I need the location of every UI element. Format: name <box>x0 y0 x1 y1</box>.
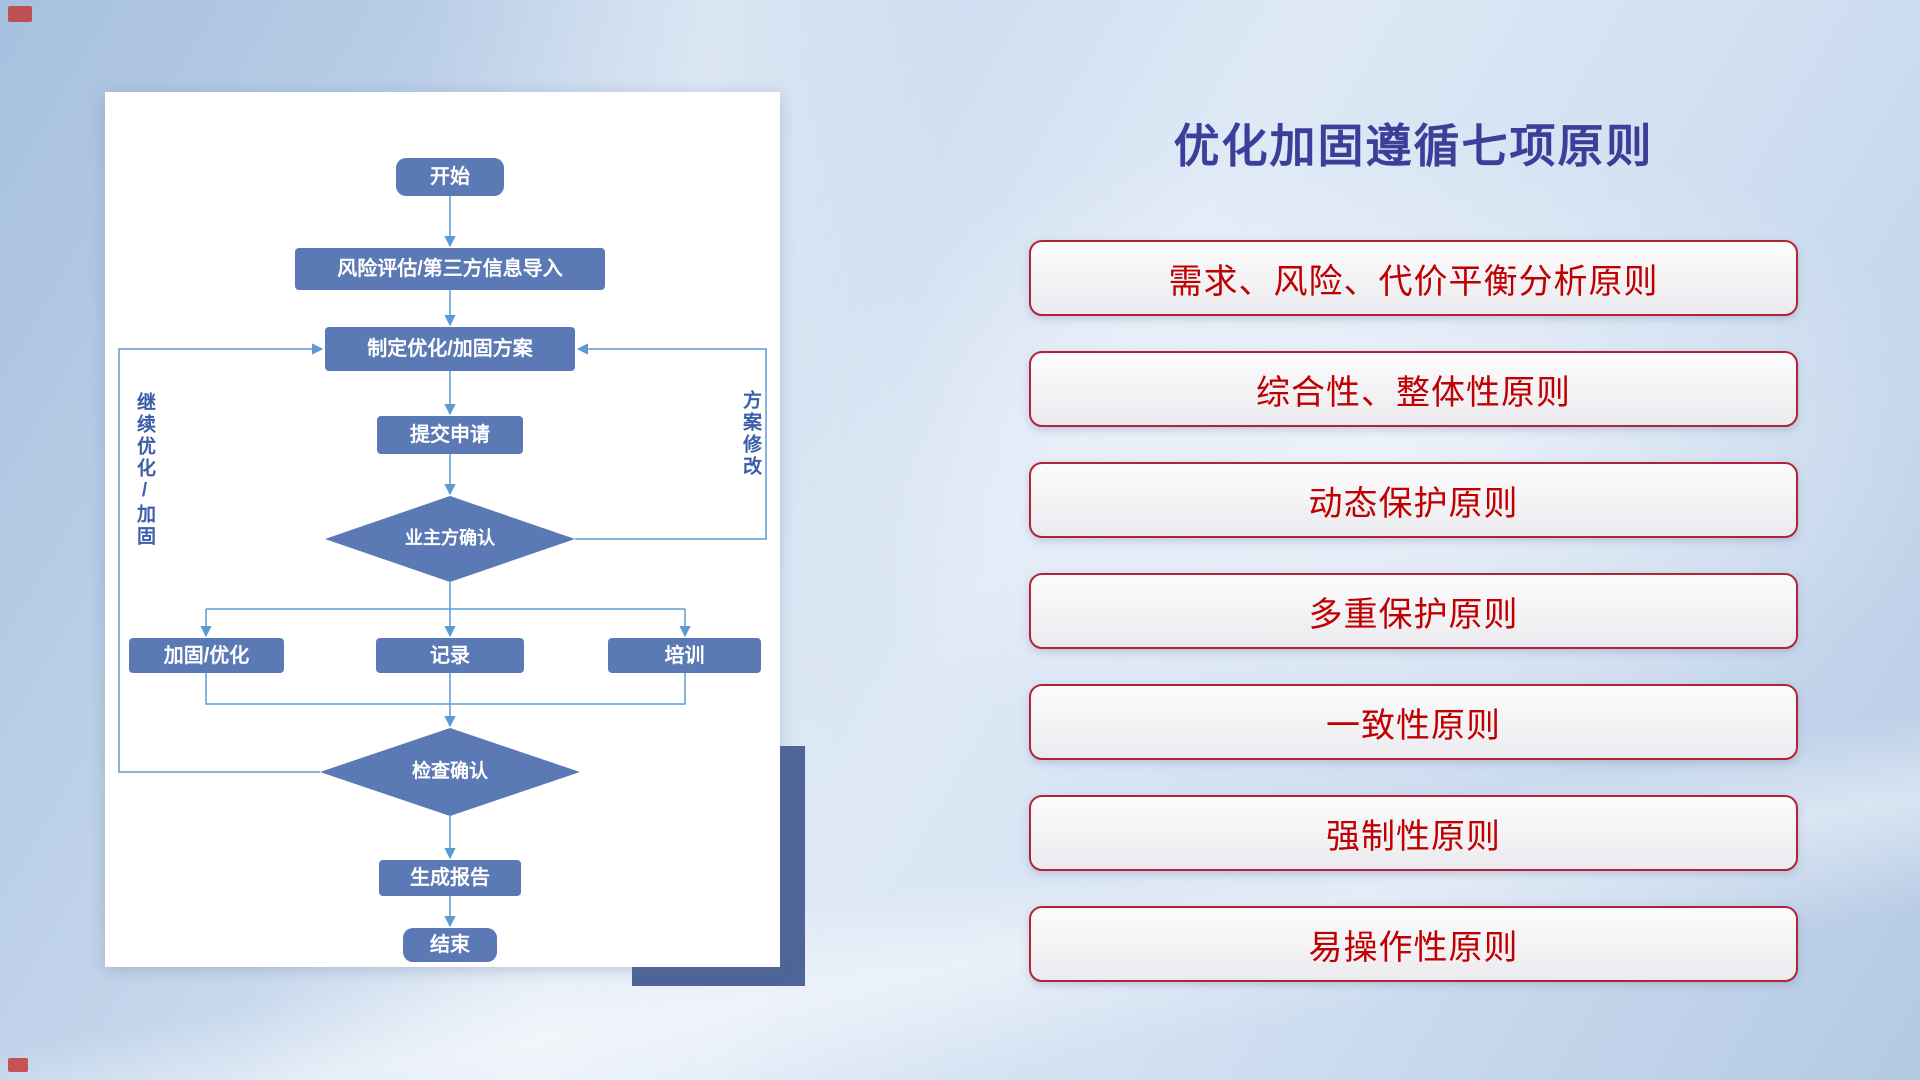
principle-box-7: 易操作性原则 <box>1029 906 1798 982</box>
page-title: 优化加固遵循七项原则 <box>1173 120 1654 172</box>
flow-node-end-label: 结束 <box>430 934 470 956</box>
principle-label-5: 一致性原则 <box>1326 706 1501 745</box>
flow-node-training: 培训 <box>608 638 761 673</box>
corner-mark-bottom <box>8 1058 28 1072</box>
flow-node-start: 开始 <box>396 158 504 196</box>
flow-connectors <box>118 196 767 928</box>
principle-label-4: 多重保护原则 <box>1308 595 1519 634</box>
principle-box-1: 需求、风险、代价平衡分析原则 <box>1029 240 1798 316</box>
flow-node-start-label: 开始 <box>430 166 470 188</box>
loop-label-plan-revision: 方案修改 <box>740 390 761 478</box>
flow-node-record-label: 记录 <box>430 644 470 667</box>
principle-label-7: 易操作性原则 <box>1308 928 1519 967</box>
principle-label-2: 综合性、整体性原则 <box>1256 373 1571 412</box>
flow-node-plan-label: 制定优化/加固方案 <box>367 338 533 360</box>
principle-box-2: 综合性、整体性原则 <box>1029 351 1798 427</box>
principle-box-5: 一致性原则 <box>1029 684 1798 760</box>
flow-node-risk-assessment: 风险评估/第三方信息导入 <box>295 248 605 290</box>
flow-node-training-label: 培训 <box>664 644 705 667</box>
flow-node-harden-label: 加固/优化 <box>163 644 250 667</box>
flow-node-submit-request: 提交申请 <box>377 416 523 454</box>
flow-node-report-label: 生成报告 <box>410 867 490 889</box>
flowchart-card: 开始 风险评估/第三方信息导入 制定优化/加固方案 提交申请 业主方确认 加固/… <box>105 92 780 967</box>
flow-node-record: 记录 <box>376 638 524 673</box>
flow-node-risk-label: 风险评估/第三方信息导入 <box>337 258 563 280</box>
principles-list: 需求、风险、代价平衡分析原则 综合性、整体性原则 动态保护原则 多重保护原则 一… <box>1029 240 1798 982</box>
flow-node-harden-optimize: 加固/优化 <box>129 638 284 673</box>
principle-label-3: 动态保护原则 <box>1308 484 1519 523</box>
principle-box-4: 多重保护原则 <box>1029 573 1798 649</box>
flow-node-end: 结束 <box>403 928 497 962</box>
principle-box-6: 强制性原则 <box>1029 795 1798 871</box>
flow-node-submit-label: 提交申请 <box>410 424 490 446</box>
principle-label-1: 需求、风险、代价平衡分析原则 <box>1168 262 1659 301</box>
principle-box-3: 动态保护原则 <box>1029 462 1798 538</box>
flow-decision-check-confirm-label: 检查确认 <box>411 760 488 782</box>
loop-label-continue-optimize: 继续优化/加固 <box>134 392 155 548</box>
flow-node-generate-report: 生成报告 <box>379 860 521 896</box>
principle-label-6: 强制性原则 <box>1326 817 1501 856</box>
flow-node-make-plan: 制定优化/加固方案 <box>325 327 575 371</box>
corner-mark-top <box>8 6 32 22</box>
flow-decision-owner-confirm-label: 业主方确认 <box>405 528 495 549</box>
principles-panel: 优化加固遵循七项原则 需求、风险、代价平衡分析原则 综合性、整体性原则 动态保护… <box>1029 0 1798 1080</box>
